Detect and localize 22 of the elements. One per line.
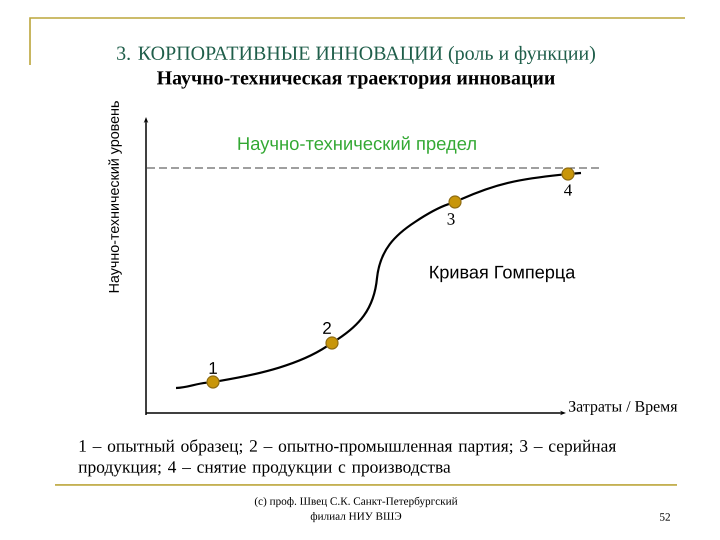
point-number: 4 [564,184,572,196]
data-point [561,167,575,181]
point-number: 1 [210,362,217,374]
curve [574,172,582,175]
data-point [448,195,462,209]
curve [176,382,207,390]
data-point [325,336,339,350]
data-point [206,375,220,389]
subtitle: Научно-техническая траектория инновации [156,71,555,89]
footer-text: (c) проф. Швец С.К. Санкт-Петербургский филиал НИУ ВШЭ [254,496,458,522]
limit-label: Научно-технический предел [238,136,476,154]
curve-label: Кривая Гомперца [430,266,576,282]
page-number: 52 [660,513,670,521]
curve [460,174,562,200]
point-number: 3 [448,213,455,225]
point-number: 2 [323,322,331,334]
curve [336,203,450,340]
axis-label: Затраты / Время [568,401,678,415]
caption: 1 – опытный образец; 2 – опытно-промышленная партия; 3 – серийная продукция; 4 – снятие продукции с производства [78,439,616,476]
slide-title: 3. КОРПОРАТИВНЫЕ ИННОВАЦИИ (роль и функции) [117,46,595,64]
curve [219,346,328,382]
axis-label: Научно-технический уровень [108,101,122,292]
